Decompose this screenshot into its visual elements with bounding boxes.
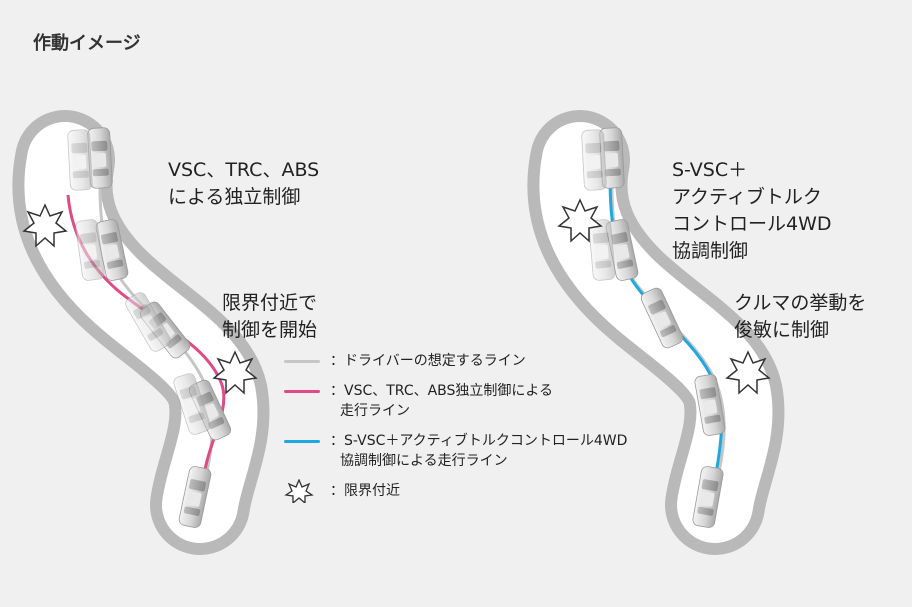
starburst-icon bbox=[557, 198, 603, 243]
right-caption-line-1: S-VSC＋ bbox=[672, 159, 748, 181]
left-annotation: 限界付近で 制御を開始 bbox=[222, 290, 317, 344]
page-title: 作動イメージ bbox=[33, 33, 141, 54]
starburst-icon bbox=[22, 203, 68, 248]
left-caption-line-1: VSC、TRC、ABS bbox=[168, 159, 320, 181]
car-right-1-ghost bbox=[580, 128, 608, 192]
left-annotation-line-2: 制御を開始 bbox=[222, 319, 318, 341]
right-annotation-line-1: クルマの挙動を bbox=[734, 292, 867, 314]
driver-line-swatch bbox=[284, 360, 320, 363]
car-left-1-ghost bbox=[66, 128, 94, 192]
legend-label: ：VSC、TRC、ABS独立制御による bbox=[330, 383, 553, 399]
legend-item-independent-line: ：VSC、TRC、ABS独立制御による 走行ライン bbox=[284, 381, 627, 421]
right-caption-line-2: アクティブトルク bbox=[672, 186, 822, 208]
starburst-icon bbox=[284, 479, 314, 503]
starburst-icon bbox=[725, 350, 771, 395]
legend-label: 協調制御による走行ライン bbox=[340, 453, 508, 469]
right-scene bbox=[527, 110, 785, 555]
legend-label: ：ドライバーの想定するライン bbox=[330, 353, 526, 369]
legend-item-limit: ：限界付近 bbox=[284, 479, 627, 503]
cooperative-line-swatch bbox=[284, 440, 320, 443]
legend-label: ：限界付近 bbox=[330, 483, 400, 499]
left-caption-line-2: による独立制御 bbox=[168, 186, 301, 208]
legend-label: 走行ライン bbox=[340, 403, 410, 419]
left-scene bbox=[12, 110, 270, 555]
car-right-2-ghost bbox=[587, 218, 617, 282]
left-annotation-line-1: 限界付近で bbox=[222, 292, 318, 314]
right-annotation-line-2: 俊敏に制御 bbox=[734, 319, 830, 341]
legend: ：ドライバーの想定するライン ：VSC、TRC、ABS独立制御による 走行ライン… bbox=[284, 351, 627, 503]
right-caption-line-3: コントロール4WD bbox=[672, 213, 832, 235]
starburst-icon bbox=[212, 350, 258, 395]
right-annotation: クルマの挙動を 俊敏に制御 bbox=[734, 290, 866, 344]
left-caption: VSC、TRC、ABS による独立制御 bbox=[168, 157, 319, 211]
legend-label: ：S-VSC＋アクティブトルクコントロール4WD bbox=[330, 433, 628, 449]
right-caption: S-VSC＋ アクティブトルク コントロール4WD 協調制御 bbox=[672, 157, 832, 265]
independent-line-swatch bbox=[284, 390, 320, 393]
right-caption-line-4: 協調制御 bbox=[672, 240, 749, 262]
legend-item-driver-line: ：ドライバーの想定するライン bbox=[284, 351, 627, 371]
legend-item-cooperative-line: ：S-VSC＋アクティブトルクコントロール4WD 協調制御による走行ライン bbox=[284, 431, 627, 471]
